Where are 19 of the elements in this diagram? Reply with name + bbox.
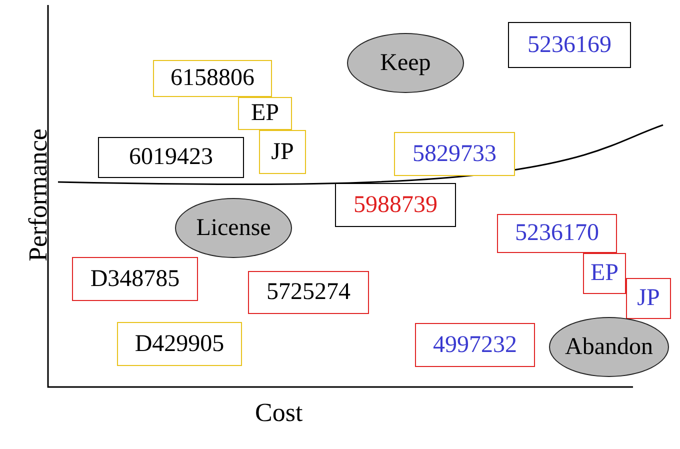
patent-box: 6019423 bbox=[98, 137, 244, 178]
patent-box: EP bbox=[583, 253, 626, 294]
patent-box: JP bbox=[626, 278, 671, 319]
patent-box: D348785 bbox=[72, 257, 198, 301]
patent-box: 5725274 bbox=[248, 271, 369, 314]
patent-box: 6158806 bbox=[153, 60, 272, 97]
axis-label: Performance bbox=[23, 128, 54, 262]
patent-box: 5236170 bbox=[497, 214, 617, 253]
patent-box: JP bbox=[259, 130, 306, 174]
patent-box: 5236169 bbox=[508, 22, 631, 68]
patent-box: EP bbox=[238, 97, 292, 130]
category-ellipse: License bbox=[175, 198, 292, 258]
patent-box: 4997232 bbox=[415, 323, 535, 367]
patent-box: 5829733 bbox=[394, 132, 515, 176]
category-ellipse: Abandon bbox=[549, 317, 669, 377]
patent-box: 5988739 bbox=[335, 183, 456, 227]
patent-box: D429905 bbox=[117, 322, 242, 366]
category-ellipse: Keep bbox=[347, 33, 464, 93]
axis-label: Cost bbox=[255, 398, 303, 428]
